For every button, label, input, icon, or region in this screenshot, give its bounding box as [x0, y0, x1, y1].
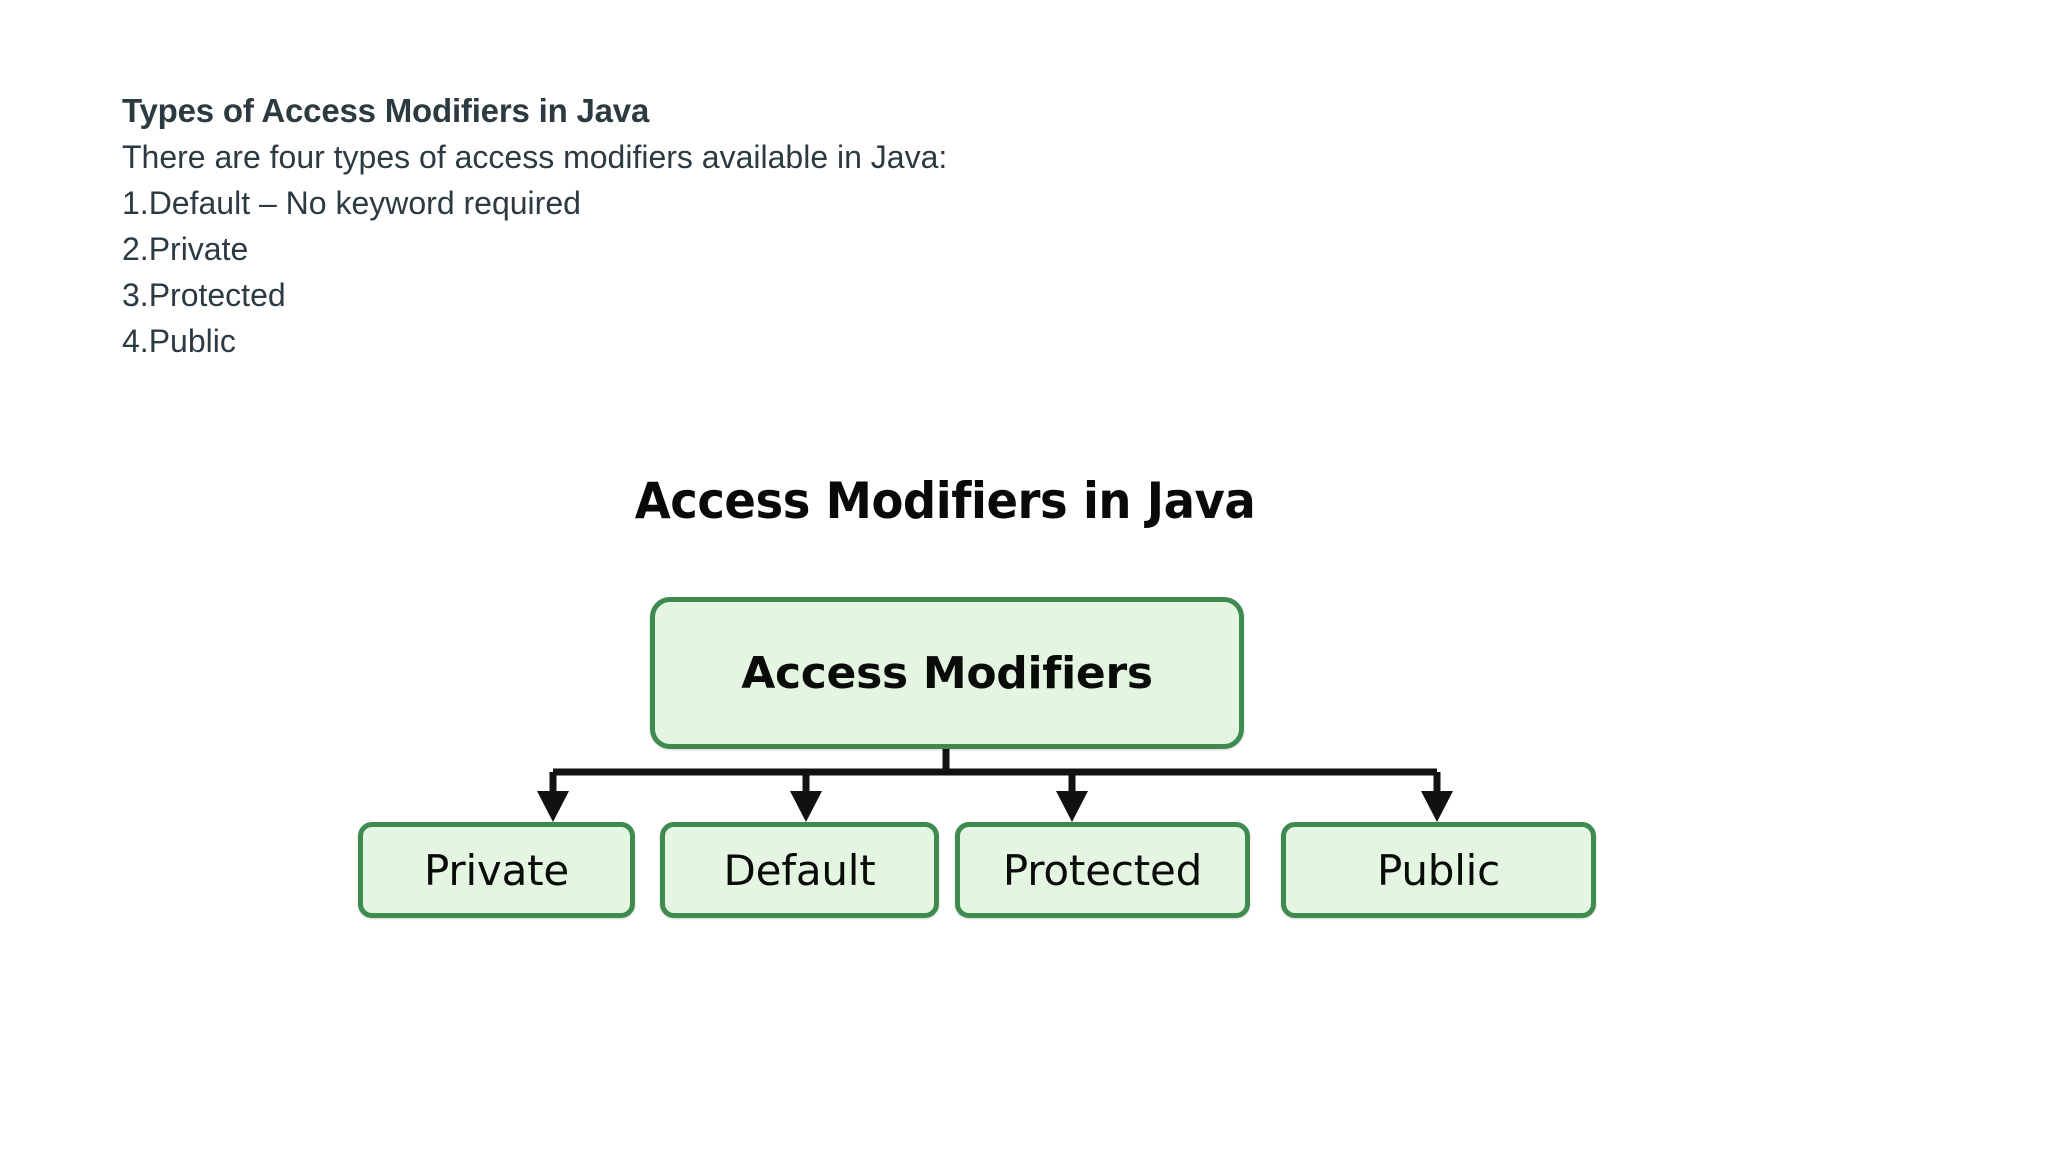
list-item: 1.Default – No keyword required	[122, 180, 1522, 226]
node-default[interactable]: Default	[660, 822, 939, 918]
list-item: 3.Protected	[122, 272, 1522, 318]
arrowhead-private-icon	[537, 791, 569, 822]
node-access-modifiers[interactable]: Access Modifiers	[650, 597, 1244, 749]
list-item-number: 3.	[122, 277, 149, 313]
list-item-number: 1.	[122, 185, 149, 221]
node-private[interactable]: Private	[358, 822, 635, 918]
notes-block: Types of Access Modifiers in Java There …	[122, 88, 1522, 364]
list-item-label: Private	[148, 231, 249, 267]
list-item-label: Protected	[148, 277, 286, 313]
arrowhead-public-icon	[1421, 791, 1453, 822]
intro-text: There are four types of access modifiers…	[122, 139, 948, 175]
node-protected[interactable]: Protected	[955, 822, 1250, 918]
node-public[interactable]: Public	[1281, 822, 1596, 918]
list-item: 2.Private	[122, 226, 1522, 272]
modifier-list: 1.Default – No keyword required 2.Privat…	[122, 180, 1522, 364]
diagram-title: Access Modifiers in Java	[634, 472, 1256, 530]
arrowhead-default-icon	[790, 791, 822, 822]
list-item-label: Default – No keyword required	[148, 185, 581, 221]
list-item-label: Public	[148, 323, 236, 359]
list-item: 4.Public	[122, 318, 1522, 364]
list-item-number: 2.	[122, 231, 149, 267]
arrowhead-protected-icon	[1056, 791, 1088, 822]
page-title: Types of Access Modifiers in Java	[122, 92, 650, 129]
list-item-number: 4.	[122, 323, 149, 359]
